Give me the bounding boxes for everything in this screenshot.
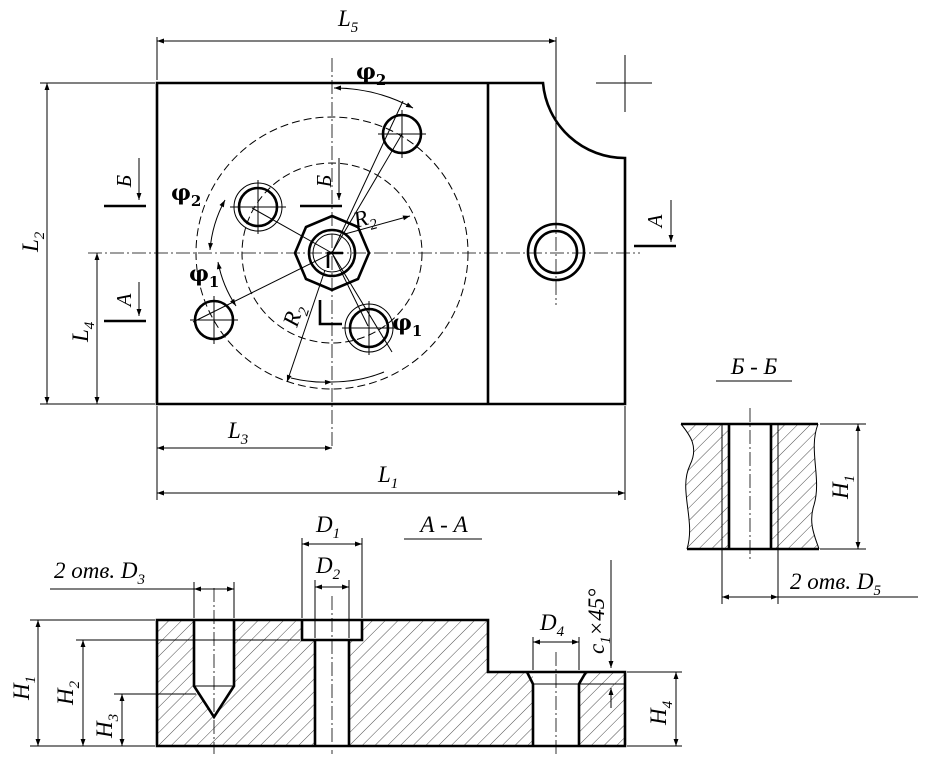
R2-upper-label: R2 — [350, 203, 380, 238]
section-view-AA: А - А 2 отв. D3 D — [9, 512, 682, 754]
svg-text:Б: Б — [312, 175, 336, 188]
L2-label: L2 — [18, 231, 48, 253]
phi1-bottom-arc — [331, 371, 385, 383]
D2-label: D2 — [315, 553, 341, 583]
radial-line-lower-left — [192, 252, 333, 323]
section-cut-A-left: А — [104, 282, 146, 323]
hole-lower-right — [342, 301, 396, 355]
section-BB-right-hatch — [771, 424, 819, 549]
section-BB-title: Б - Б — [730, 354, 778, 379]
svg-text:А: А — [112, 293, 136, 308]
central-counterbore-hole — [293, 214, 371, 292]
section-BB-left-hatch — [681, 424, 729, 549]
D3-holes-label: 2 отв. D3 — [54, 558, 145, 588]
phi1-left-arc — [216, 261, 237, 307]
view-marker-corner — [318, 300, 342, 326]
phi1-left-label: φ1 — [189, 261, 219, 291]
inner-bolt-circle — [241, 162, 423, 344]
section-view-BB: Б - Б H1 2 отв. D5 — [680, 354, 918, 604]
phi2-left-arc — [208, 199, 226, 251]
svg-text:А: А — [643, 214, 667, 229]
phi2-top-arc — [333, 85, 414, 109]
R2-lower-label: R2 — [278, 301, 314, 332]
D5-holes-label: 2 отв. D5 — [790, 569, 881, 599]
phi2-left-label: φ2 — [171, 180, 201, 210]
svg-text:Б: Б — [112, 175, 136, 188]
hole-upper-left — [230, 180, 286, 234]
plan-dimensions: L5 L2 L4 L3 L1 R2 R2 φ2 φ2 φ1 φ1 — [18, 6, 626, 500]
phi1-right-label: φ1 — [392, 310, 422, 340]
section-cut-A-right: А — [634, 200, 676, 248]
H3-label: H3 — [92, 714, 122, 739]
radial-line-top-right — [331, 133, 403, 254]
hole-lower-left — [190, 296, 238, 344]
radial-line-lower-right — [331, 252, 369, 327]
phi2-top-label: φ2 — [356, 59, 386, 89]
L5-label: L5 — [337, 6, 359, 36]
outer-bolt-circle — [195, 116, 469, 390]
radial-line-upper-left — [251, 207, 333, 254]
L3-label: L3 — [227, 418, 248, 448]
r2-lower-dim-line — [286, 269, 326, 383]
H4-label: H4 — [646, 700, 676, 726]
hole-top-right — [378, 110, 426, 158]
chamfer-label: c1×45° — [584, 589, 614, 654]
D4-label: D4 — [539, 610, 565, 640]
H1-label-AA: H1 — [9, 676, 39, 701]
section-AA-body — [157, 620, 625, 746]
radial-ext-top-right — [331, 100, 404, 254]
section-AA-title: А - А — [418, 512, 468, 537]
r2-upper-dim-line — [344, 215, 411, 235]
L4-label: L4 — [68, 321, 98, 343]
section-cut-B-left: Б — [104, 158, 146, 208]
plan-view: А А Б Б — [88, 55, 676, 448]
plate-outline — [155, 81, 627, 406]
L1-label: L1 — [377, 462, 398, 492]
H1-label-BB: H1 — [828, 475, 858, 500]
r2-angle-arc — [290, 377, 333, 385]
center-marker-corner — [326, 251, 343, 268]
section-cut-B-center: Б — [300, 158, 342, 208]
D1-label: D1 — [315, 512, 340, 542]
H2-label: H2 — [53, 680, 83, 706]
